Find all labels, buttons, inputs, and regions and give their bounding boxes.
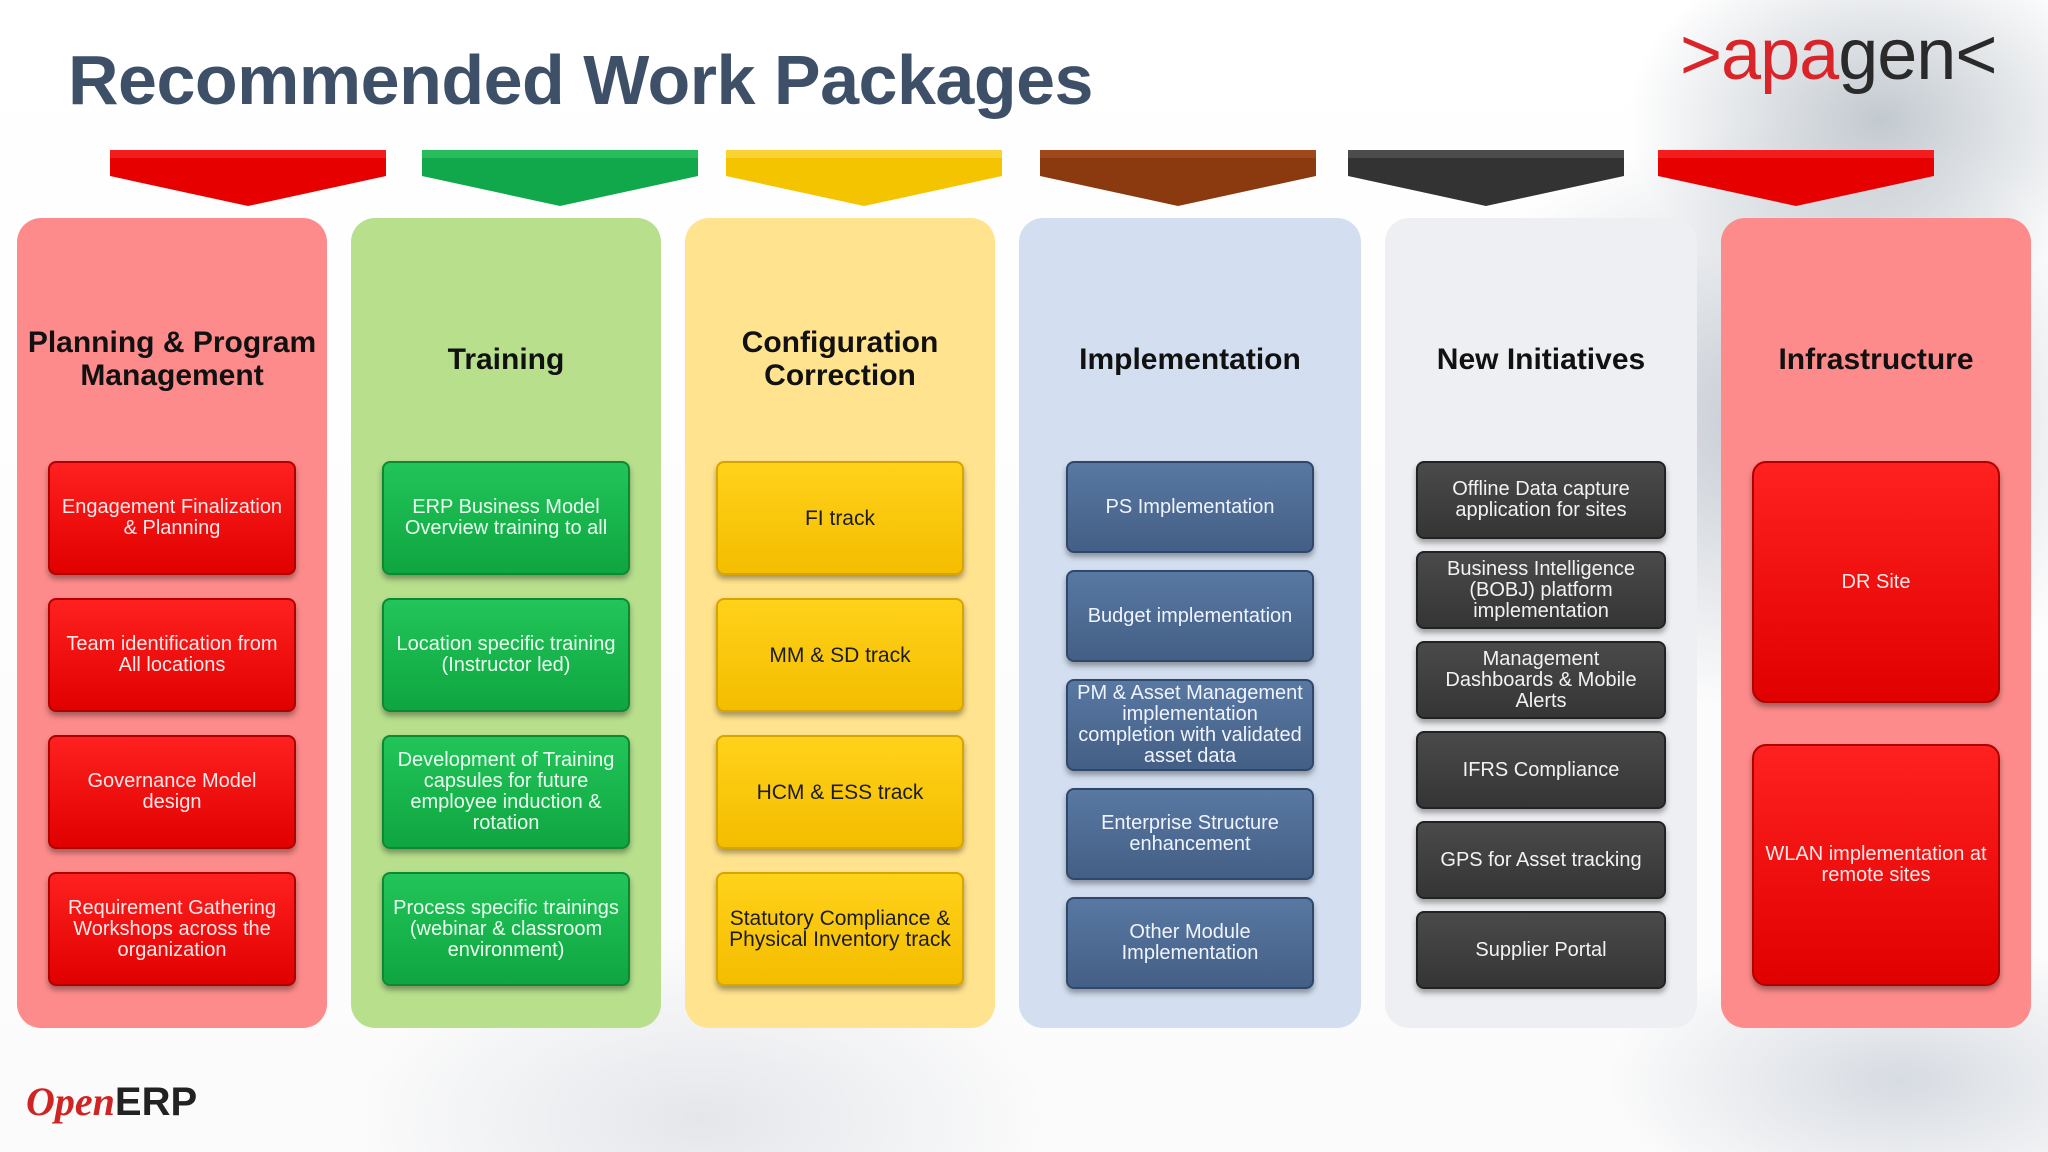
- arrow-training: [422, 150, 698, 206]
- column-heading: New Initiatives: [1436, 342, 1646, 376]
- slide-title: Recommended Work Packages: [68, 41, 1093, 119]
- work-package-box[interactable]: PM & Asset Management implementation com…: [1066, 679, 1314, 771]
- column-heading: Configuration Correction: [741, 326, 939, 392]
- openerp-logo: OpenERP: [26, 1079, 198, 1124]
- work-package-box[interactable]: Business Intelligence (BOBJ) platform im…: [1416, 551, 1666, 629]
- work-package-box[interactable]: Management Dashboards & Mobile Alerts: [1416, 641, 1666, 719]
- work-package-box[interactable]: Supplier Portal: [1416, 911, 1666, 989]
- work-package-box[interactable]: Process specific trainings (webinar & cl…: [382, 872, 630, 986]
- arrow-configuration: [726, 150, 1002, 206]
- column-heading: Infrastructure: [1778, 342, 1974, 376]
- work-package-box[interactable]: WLAN implementation at remote sites: [1752, 744, 2000, 986]
- work-package-box[interactable]: Governance Model design: [48, 735, 296, 849]
- work-package-box[interactable]: Engagement Finalization & Planning: [48, 461, 296, 575]
- work-package-box[interactable]: Budget implementation: [1066, 570, 1314, 662]
- column-infrastructure: Infrastructure DR Site WLAN implementati…: [1721, 218, 2031, 1028]
- work-package-box[interactable]: Location specific training (Instructor l…: [382, 598, 630, 712]
- arrow-planning: [110, 150, 386, 206]
- work-package-box[interactable]: Offline Data capture application for sit…: [1416, 461, 1666, 539]
- work-package-box[interactable]: FI track: [716, 461, 964, 575]
- work-package-box[interactable]: MM & SD track: [716, 598, 964, 712]
- column-heading: Training: [447, 342, 565, 376]
- column-configuration: Configuration Correction FI track MM & S…: [685, 218, 995, 1028]
- work-package-box[interactable]: IFRS Compliance: [1416, 731, 1666, 809]
- work-package-box[interactable]: DR Site: [1752, 461, 2000, 703]
- arrow-new-initiatives: [1348, 150, 1624, 206]
- work-package-box[interactable]: Requirement Gathering Workshops across t…: [48, 872, 296, 986]
- work-package-box[interactable]: ERP Business Model Overview training to …: [382, 461, 630, 575]
- column-training: Training ERP Business Model Overview tra…: [351, 218, 661, 1028]
- work-package-box[interactable]: Other Module Implementation: [1066, 897, 1314, 989]
- column-planning: Planning & Program Management Engagement…: [17, 218, 327, 1028]
- column-new-initiatives: New Initiatives Offline Data capture app…: [1385, 218, 1697, 1028]
- work-package-box[interactable]: Team identification from All locations: [48, 598, 296, 712]
- arrow-infrastructure: [1658, 150, 1934, 206]
- column-heading: Implementation: [1079, 342, 1301, 376]
- work-package-box[interactable]: Enterprise Structure enhancement: [1066, 788, 1314, 880]
- arrow-implementation: [1040, 150, 1316, 206]
- column-heading: Planning & Program Management: [27, 326, 317, 392]
- work-package-box[interactable]: Development of Training capsules for fut…: [382, 735, 630, 849]
- work-package-box[interactable]: GPS for Asset tracking: [1416, 821, 1666, 899]
- apagen-logo: >apagen<: [1680, 15, 1997, 95]
- work-package-box[interactable]: PS Implementation: [1066, 461, 1314, 553]
- work-package-box[interactable]: HCM & ESS track: [716, 735, 964, 849]
- work-package-box[interactable]: Statutory Compliance & Physical Inventor…: [716, 872, 964, 986]
- column-implementation: Implementation PS Implementation Budget …: [1019, 218, 1361, 1028]
